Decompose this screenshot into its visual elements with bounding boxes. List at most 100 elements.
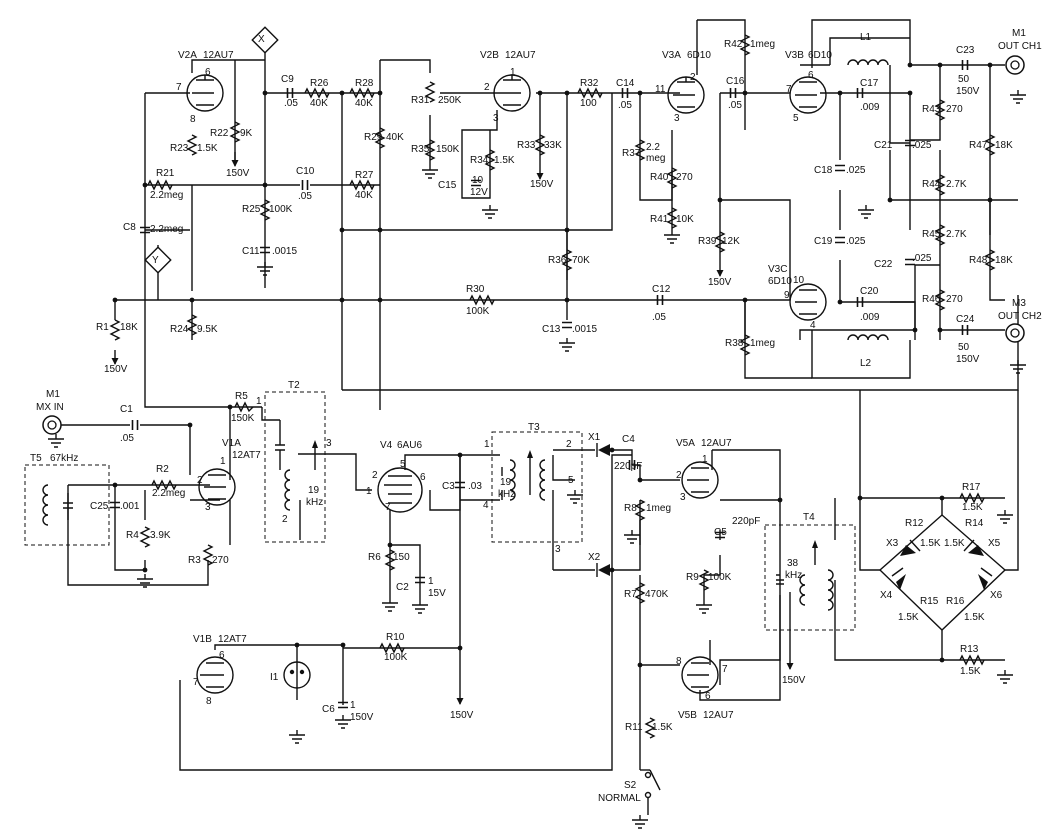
r32-label: R32 [580, 78, 599, 89]
m1-in-label: M1 [46, 389, 60, 400]
s2-switch [644, 771, 652, 815]
v3c-pin: 10 [793, 275, 805, 286]
c16-label: C16 [726, 76, 745, 87]
r31-potentiometer [424, 81, 436, 103]
v1a-label: V1A [222, 438, 241, 449]
l1-inductor [847, 59, 889, 66]
c18-capacitor [834, 164, 846, 172]
r26-value: 40K [310, 98, 328, 109]
r46-label: R46 [922, 294, 941, 305]
t2-freq: 19 [308, 485, 320, 496]
r12-label: R12 [905, 518, 924, 529]
r17-value: 1.5K [962, 502, 983, 513]
r2-value: 2.2meg [152, 488, 185, 499]
r44-label: R44 [922, 179, 941, 190]
r38-label: R38 [725, 338, 744, 349]
v2a-pin: 7 [176, 82, 182, 93]
v3a-type: 6D10 [687, 50, 711, 61]
v2b-pin: 1 [510, 67, 516, 78]
r44-value: 2.7K [946, 179, 967, 190]
v4-pin: 1 [366, 486, 372, 497]
r15-label: R15 [920, 596, 939, 607]
r27-label: R27 [355, 170, 374, 181]
c17-label: C17 [860, 78, 879, 89]
c10-capacitor [301, 179, 309, 191]
r48-label: R48 [969, 255, 988, 266]
v5a-pin: 1 [702, 454, 708, 465]
v3a-pin: 11 [655, 84, 666, 95]
c15-voltage: 12V [470, 187, 488, 198]
r37-label: R37 [622, 148, 641, 159]
c25-label: C25 [90, 501, 109, 512]
t5-transformer [24, 464, 110, 546]
c18-value: .025 [846, 165, 866, 176]
x4-label: X4 [880, 590, 893, 601]
r36-resistor [561, 249, 573, 271]
r4-value: 3.9K [150, 530, 171, 541]
r24-value: 9.5K [197, 324, 218, 335]
c10-label: C10 [296, 166, 315, 177]
r3-value: 270 [212, 555, 229, 566]
t3-pin: 3 [555, 544, 561, 555]
x6-label: X6 [990, 590, 1003, 601]
r42-resistor [739, 34, 751, 56]
t2-label: T2 [288, 380, 300, 391]
y-terminal [144, 246, 172, 274]
v2b-pin: 3 [493, 113, 499, 124]
c5-label: C5 [714, 527, 727, 538]
r28-value: 40K [355, 98, 373, 109]
r5-resistor [234, 401, 254, 413]
v3a-label: V3A [662, 50, 681, 61]
r10-resistor [379, 642, 405, 654]
c6-value: 1 [350, 700, 356, 711]
r7-value: 470K [645, 589, 669, 600]
r42-label: R42 [724, 39, 743, 50]
x6-diode [978, 567, 993, 590]
supply-label: 150V [782, 675, 806, 686]
m3-output-jack [1005, 323, 1025, 343]
r38-value: 1meg [750, 338, 775, 349]
c10-value: .05 [298, 191, 312, 202]
r32-value: 100 [580, 98, 597, 109]
r34-value: 1.5K [494, 155, 515, 166]
c4-label: C4 [622, 434, 635, 445]
r44-resistor [934, 174, 946, 196]
t3-transformer [491, 431, 583, 543]
v5a-tube [681, 461, 719, 499]
r1-resistor [109, 319, 121, 341]
r37-unit: meg [646, 153, 665, 164]
x3-diode [900, 539, 921, 556]
v1b-pin: 8 [206, 696, 212, 707]
c2-voltage: 15V [428, 588, 446, 599]
c13-value: .0015 [572, 324, 597, 335]
r33-value: 33K [544, 140, 562, 151]
i1-label: I1 [270, 672, 279, 683]
x1-diode [596, 443, 610, 457]
v2a-pin: 8 [190, 114, 196, 125]
r34-label: R34 [470, 155, 489, 166]
r40-label: R40 [650, 172, 669, 183]
x1-label: X1 [588, 432, 601, 443]
r39-resistor [714, 231, 726, 253]
r37-value: 2.2 [646, 142, 660, 153]
c15-value: 10 [472, 175, 484, 186]
r29-value: 40K [386, 132, 404, 143]
r3-resistor [202, 544, 214, 566]
r13-resistor [959, 654, 985, 666]
r35-value: 150K [436, 144, 460, 155]
r45-label: R45 [922, 229, 941, 240]
c8-value: 2.2meg [150, 224, 183, 235]
c22-value: .025 [912, 253, 932, 264]
c19-capacitor [834, 236, 846, 244]
r9-value: 100K [708, 572, 732, 583]
v1b-pin: 7 [193, 677, 199, 688]
m1-in-sub-label: MX IN [36, 402, 64, 413]
r16-value: 1.5K [964, 612, 985, 623]
v3b-pin: 5 [793, 113, 799, 124]
supply-label: 150V [708, 277, 732, 288]
t4-freq-unit: kHz [785, 570, 802, 581]
v2a-pin: 6 [205, 67, 211, 78]
r24-label: R24 [170, 324, 189, 335]
c9-label: C9 [281, 74, 294, 85]
v3a-tube [667, 76, 705, 114]
